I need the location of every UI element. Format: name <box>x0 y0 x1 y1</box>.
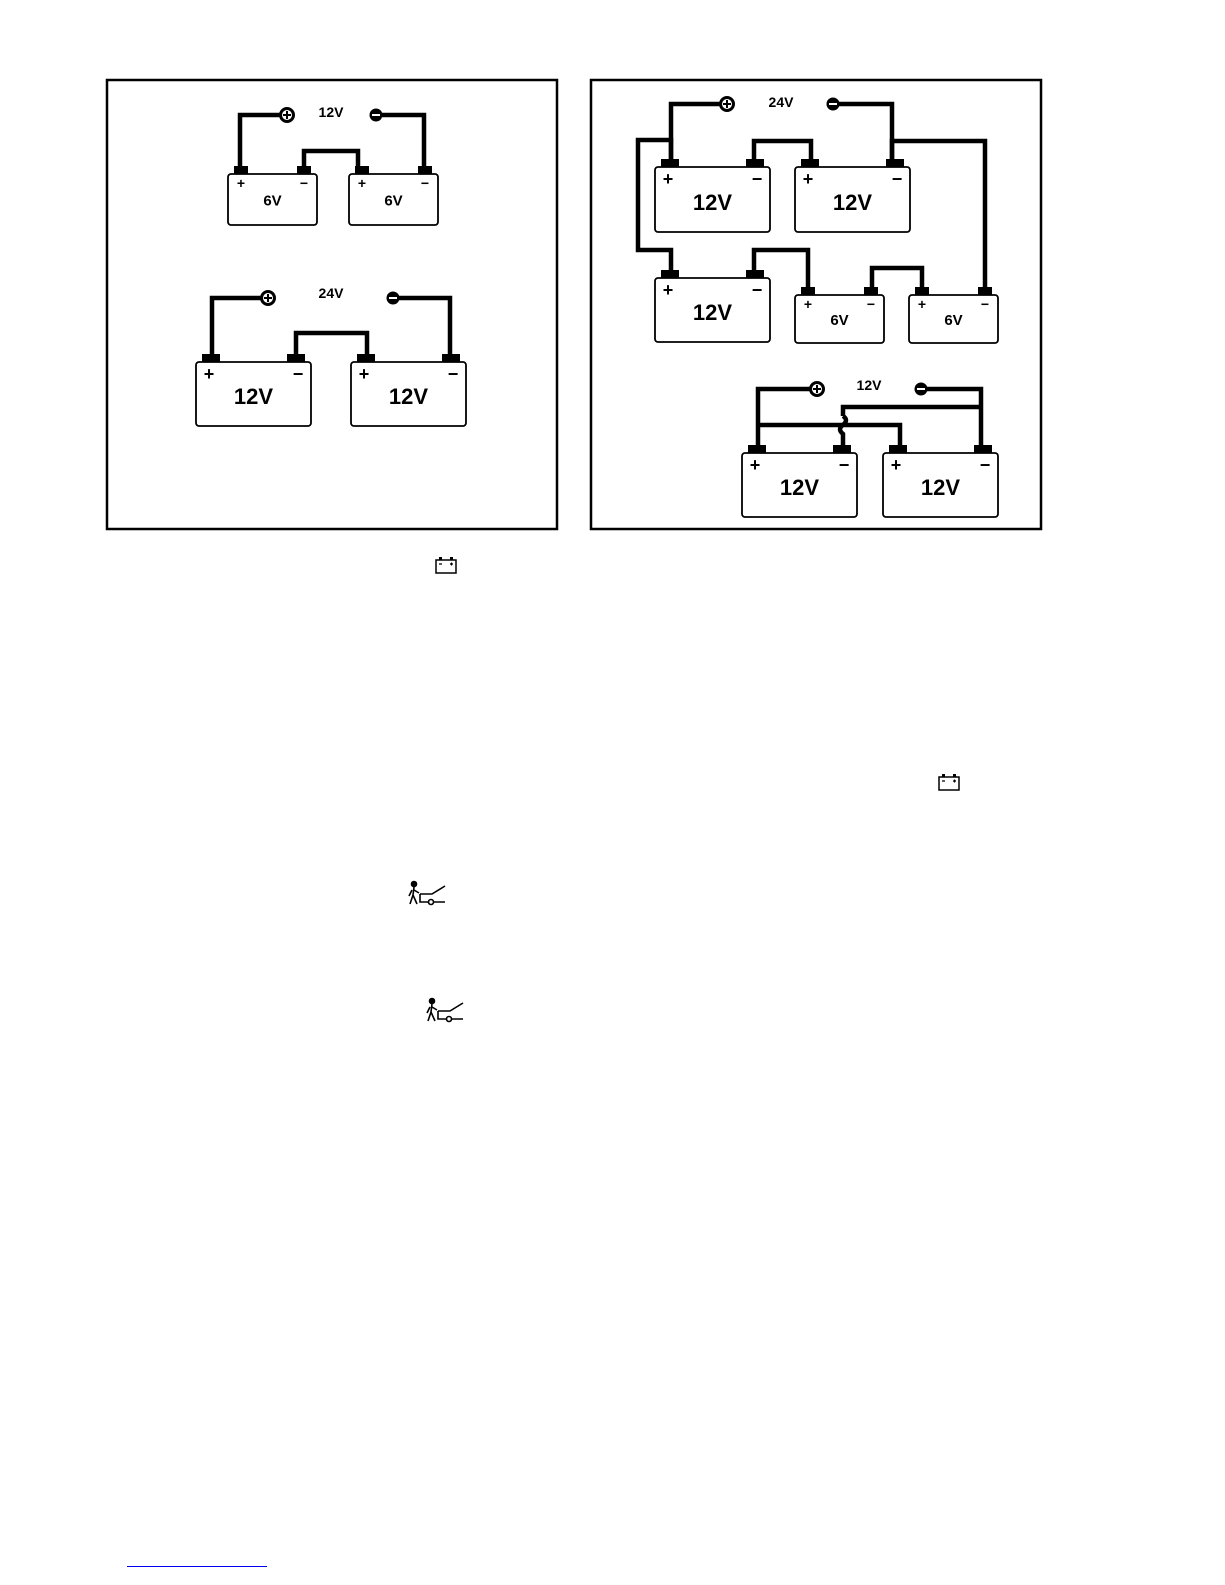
left-panel <box>107 80 557 529</box>
battery-voltage-label: 12V <box>780 475 819 500</box>
minus-sign: − <box>981 296 989 312</box>
battery: + −12V <box>742 445 857 517</box>
battery-voltage-label: 6V <box>830 312 848 329</box>
jump-start-icon <box>426 997 466 1023</box>
battery-voltage-label: 12V <box>234 384 273 409</box>
minus-sign: − <box>448 364 459 384</box>
left-top-voltage-label: 12V <box>319 104 345 120</box>
minus-sign: − <box>421 175 429 191</box>
right-bottom-voltage-label: 12V <box>857 377 883 393</box>
battery: + − 6V <box>909 287 998 343</box>
plus-sign: + <box>358 175 366 191</box>
battery-voltage-label: 6V <box>384 193 402 210</box>
plus-sign: + <box>663 169 674 189</box>
battery-voltage-label: 12V <box>389 384 428 409</box>
jump-start-icon <box>408 880 448 906</box>
minus-sign: − <box>300 175 308 191</box>
plus-sign: + <box>359 364 370 384</box>
battery: + −12V <box>655 270 770 342</box>
batteries: +−6V+−6V+−12V+−12V+−12V+−12V+−12V+−6V+−6… <box>196 159 998 517</box>
plus-sign: + <box>803 169 814 189</box>
negative-terminal <box>886 159 904 167</box>
minus-sign: − <box>980 455 991 475</box>
negative-terminal <box>746 159 764 167</box>
minus-sign: − <box>892 169 903 189</box>
battery: + −12V <box>655 159 770 232</box>
positive-terminal <box>748 445 766 453</box>
battery-voltage-label: 6V <box>263 193 281 210</box>
positive-terminal <box>801 159 819 167</box>
negative-terminal <box>974 445 992 453</box>
battery: + − 6V <box>228 166 317 225</box>
positive-terminal <box>889 445 907 453</box>
plus-sign: + <box>663 280 674 300</box>
right-top-voltage-label: 24V <box>769 94 795 110</box>
plus-sign: + <box>237 175 245 191</box>
minus-sign: − <box>293 364 304 384</box>
battery: + −12V <box>196 354 311 426</box>
battery-voltage-label: 12V <box>693 300 732 325</box>
wires <box>212 104 985 446</box>
battery-voltage-label: 6V <box>944 312 962 329</box>
battery-voltage-label: 12V <box>693 190 732 215</box>
plus-sign: + <box>204 364 215 384</box>
battery-voltage-label: 12V <box>921 475 960 500</box>
negative-terminal <box>833 445 851 453</box>
minus-sign: − <box>752 280 763 300</box>
battery: + − 6V <box>349 166 438 225</box>
footer-link-underline[interactable] <box>127 1565 267 1567</box>
plus-sign: + <box>891 455 902 475</box>
left-bottom-voltage-label: 24V <box>319 285 345 301</box>
battery-icon <box>434 555 458 575</box>
positive-terminal <box>661 159 679 167</box>
plus-sign: + <box>918 296 926 312</box>
battery: + −12V <box>351 354 466 426</box>
plus-sign: + <box>804 296 812 312</box>
battery: + −12V <box>795 159 910 232</box>
minus-sign: − <box>867 296 875 312</box>
battery: + − 6V <box>795 287 884 343</box>
battery: + −12V <box>883 445 998 517</box>
wire-ends <box>262 98 928 396</box>
minus-sign: − <box>839 455 850 475</box>
plus-sign: + <box>750 455 761 475</box>
minus-sign: − <box>752 169 763 189</box>
battery-icon <box>937 772 961 792</box>
battery-voltage-label: 12V <box>833 190 872 215</box>
